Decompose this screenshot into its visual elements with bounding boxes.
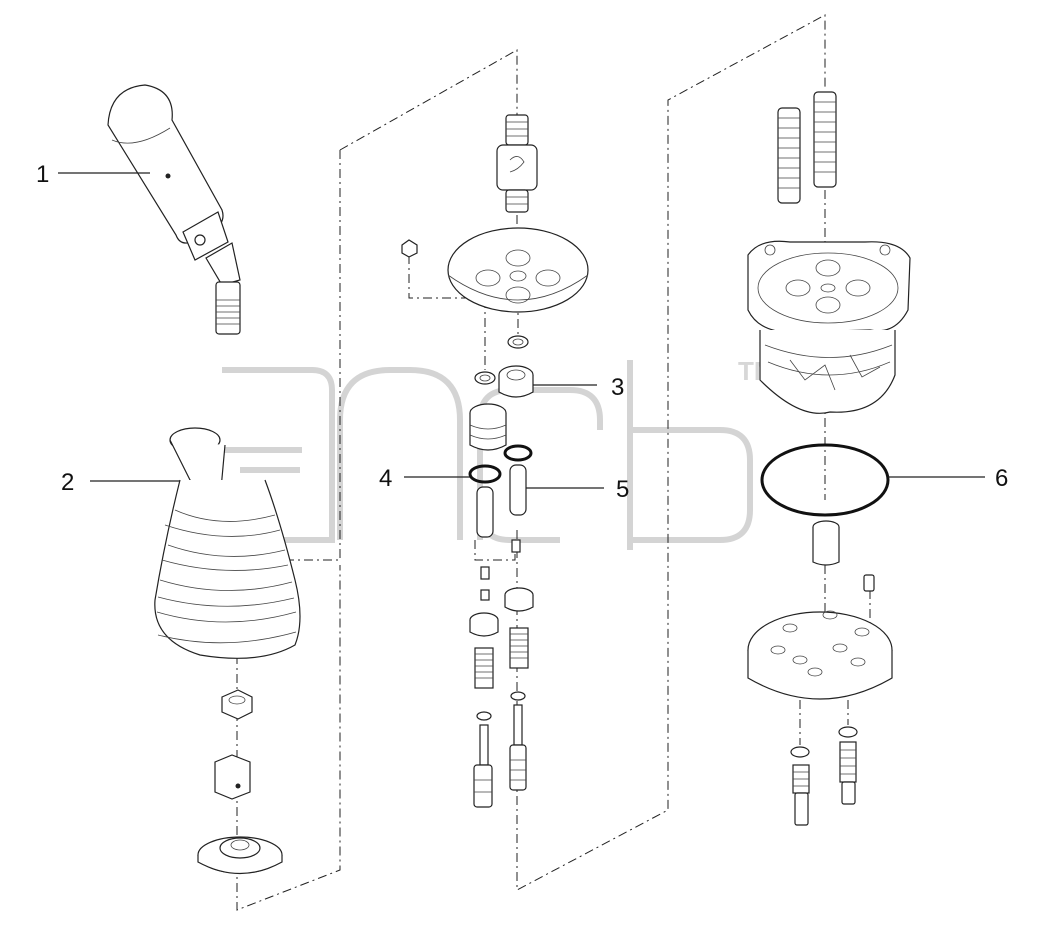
- joint-coupling: [496, 114, 538, 213]
- part-6-seal-ring: [760, 443, 890, 517]
- round-plate: [447, 227, 589, 313]
- callout-1: 1: [36, 161, 49, 188]
- part-5-o-ring: [503, 444, 533, 462]
- small-nut-top: [401, 239, 418, 258]
- valve-body: [747, 240, 911, 414]
- locating-pin: [863, 574, 875, 592]
- mounting-bolts: [790, 726, 858, 826]
- callout-6: 6: [995, 465, 1008, 492]
- callout-labels: 1 2 3 4 5 6: [36, 161, 1008, 503]
- callout-2: 2: [61, 469, 74, 496]
- valve-springs: [474, 627, 529, 689]
- valve-spools: [473, 691, 527, 808]
- rubber-boot: [154, 427, 301, 659]
- plungers: [476, 464, 527, 538]
- part-3-bushing: [498, 365, 534, 398]
- bushing-cylinder: [812, 520, 840, 566]
- part-4-o-ring: [468, 464, 502, 484]
- lever-handle: [107, 84, 241, 335]
- callout-3: 3: [611, 374, 624, 401]
- small-rings: [474, 335, 529, 385]
- pilot-springs: [777, 91, 837, 204]
- callout-5: 5: [616, 476, 629, 503]
- lower-mount-stack: [197, 689, 283, 875]
- callout-4: 4: [379, 465, 392, 492]
- base-plate: [747, 610, 893, 700]
- leader-lines: [58, 172, 985, 489]
- valve-small-parts: [469, 539, 534, 637]
- guide-housing: [469, 403, 507, 451]
